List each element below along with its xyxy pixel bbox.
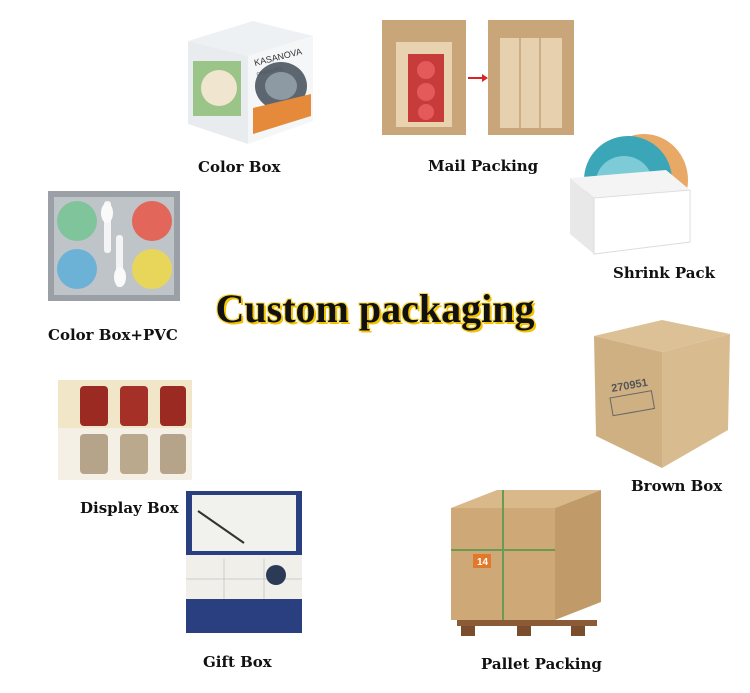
mail-packing-image	[382, 20, 574, 135]
gift-box-image	[184, 489, 306, 635]
display-box-image	[58, 380, 192, 480]
color-box-pvc-image	[48, 191, 180, 301]
label-color-box-pvc: Color Box+PVC	[48, 326, 178, 344]
label-pallet-packing: Pallet Packing	[481, 655, 602, 673]
label-gift-box: Gift Box	[203, 653, 272, 671]
label-color-box: Color Box	[198, 158, 281, 176]
color-box-image: KASANOVA CHANAREL	[183, 16, 318, 146]
brown-box-image: 270951	[592, 318, 732, 470]
shrink-pack-image	[566, 130, 694, 258]
pallet-packing-image: 14	[447, 486, 605, 638]
pallet-tag: 14	[477, 557, 489, 568]
label-shrink-pack: Shrink Pack	[613, 264, 715, 282]
label-brown-box: Brown Box	[631, 477, 723, 495]
label-display-box: Display Box	[80, 499, 179, 517]
page-title: Custom packaging	[215, 286, 535, 331]
label-mail-packing: Mail Packing	[428, 157, 539, 175]
